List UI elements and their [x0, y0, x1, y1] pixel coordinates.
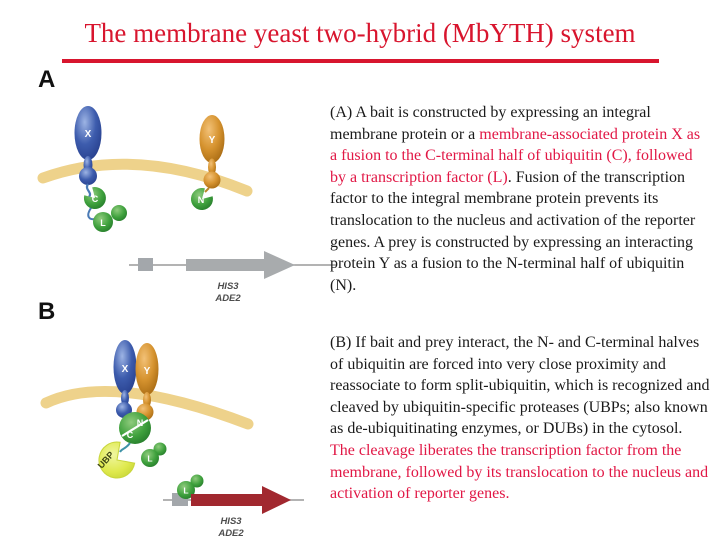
caption-b-segment-black1: (B) If bait and prey interact, the N- an… — [330, 334, 710, 438]
tf-letter-a: L — [100, 218, 106, 228]
caption-a-segment-black2: . Fusion of the transcription factor to … — [330, 168, 696, 294]
cleaved-linker-squiggle-b — [119, 442, 131, 453]
bound-tf-letter: L — [183, 486, 188, 496]
gene-arrow-head-b — [262, 486, 291, 514]
caption-b-segment-red: The cleavage liberates the transcription… — [330, 441, 709, 503]
protein-x-letter-b: X — [122, 364, 129, 375]
linker-squiggle-a — [85, 183, 92, 198]
protein-x-oval — [74, 106, 102, 160]
protein-y-oval — [199, 115, 225, 163]
panel-b-label: B — [38, 298, 56, 325]
title-underline-rule — [62, 59, 659, 63]
n-ubiquitin-wedge-a — [190, 188, 213, 211]
protein-y-letter: Y — [209, 135, 216, 146]
c-ubiquitin-letter-b: C — [127, 430, 134, 440]
ubp-pacman-shape — [98, 441, 136, 479]
gene-name-ade2-a: ADE2 — [214, 293, 241, 304]
panel-a-diagram: HIS3 ADE2 X C L Y — [37, 106, 337, 304]
n-ub-linker-a — [204, 187, 210, 193]
tf-large-lobe-a — [93, 212, 113, 232]
bound-tf-small-lobe — [190, 474, 204, 488]
gene-arrow-body-b — [191, 494, 262, 506]
interacting-pair-b: X Y — [113, 340, 159, 421]
protein-x-stalk-b — [121, 390, 129, 406]
protein-y-letter-b: Y — [144, 366, 151, 377]
protein-y-stalk — [208, 158, 216, 176]
panel-b-diagram: L HIS3 ADE2 X Y — [40, 340, 304, 539]
split-ubiquitin-b: N C — [119, 412, 151, 453]
c-ubiquitin-letter-a: C — [92, 194, 99, 204]
prey-construct-a: Y N — [190, 115, 225, 211]
caption-a-segment-black1: (A) A bait is constructed by expressing … — [330, 104, 651, 143]
ubp-protease-b: UBP — [96, 441, 136, 479]
gene-name-ade2-b: ADE2 — [217, 528, 244, 539]
panel-b-caption: (B) If bait and prey interact, the N- an… — [330, 332, 710, 505]
membrane-b — [40, 385, 254, 430]
tf-linker-curl-a — [87, 207, 96, 221]
promoter-box-a — [138, 258, 153, 271]
protein-y-anchor-sphere — [203, 171, 221, 189]
slide-title: The membrane yeast two-hybrid (MbYTH) sy… — [84, 18, 636, 48]
caption-a-segment-red: membrane-associated protein X as a fusio… — [330, 125, 701, 186]
liberated-tf-large-lobe — [141, 449, 159, 467]
protein-y-oval-b — [135, 343, 159, 395]
protein-x-anchor-sphere — [79, 167, 97, 185]
protein-x-letter: X — [85, 129, 92, 140]
c-ubiquitin-wedge-a — [83, 187, 106, 210]
panel-a-caption: (A) A bait is constructed by expressing … — [330, 102, 710, 296]
gene-name-his3-b: HIS3 — [220, 516, 242, 527]
reporter-gene-a: HIS3 ADE2 — [129, 251, 337, 304]
ubiquitin-seam — [121, 419, 149, 437]
panel-a-label: A — [38, 66, 56, 93]
gene-name-his3-a: HIS3 — [217, 281, 239, 292]
bait-construct-a: X C L — [74, 106, 127, 232]
n-ubiquitin-letter-b: N — [137, 418, 144, 428]
tf-small-lobe-a — [111, 205, 127, 221]
bound-tf-large-lobe — [177, 481, 195, 499]
n-ubiquitin-letter-a: N — [198, 195, 205, 205]
liberated-tf-letter: L — [147, 454, 152, 464]
gene-arrow-head-a — [264, 251, 295, 279]
gene-arrow-body-a — [186, 259, 264, 271]
reporter-gene-b: L HIS3 ADE2 — [163, 474, 304, 539]
protein-x-oval-b — [113, 340, 137, 394]
liberated-tf-b: L — [141, 442, 167, 467]
